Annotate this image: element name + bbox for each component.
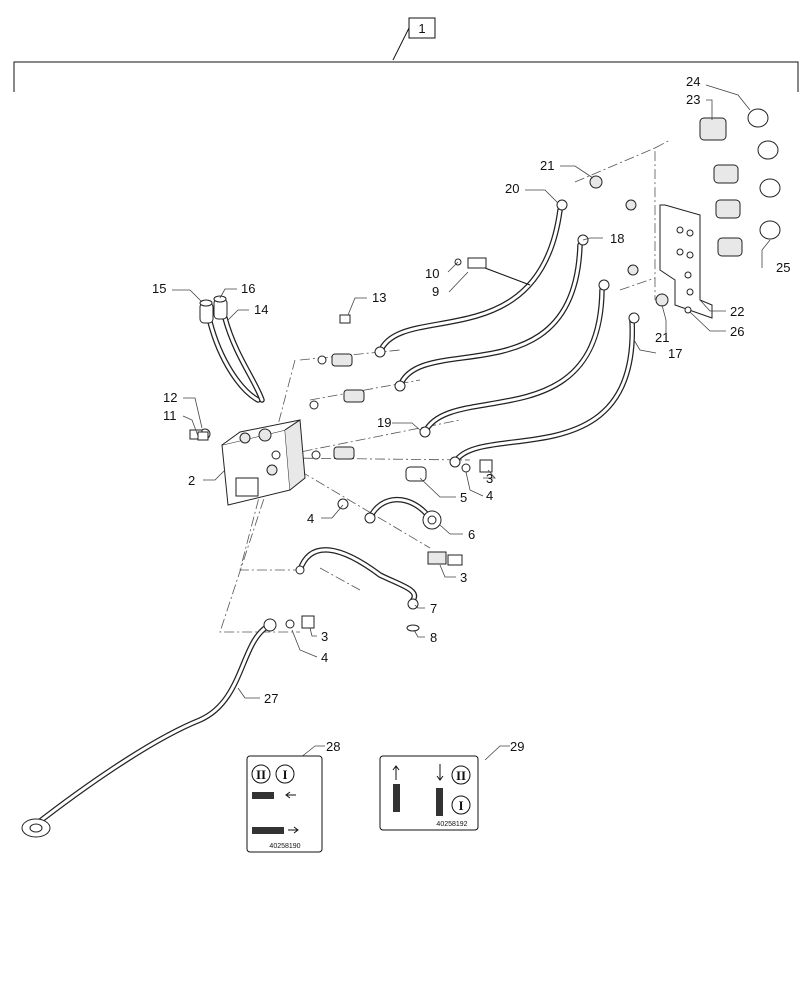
callout-21b: 21 — [655, 330, 669, 345]
callout-15: 15 — [152, 281, 166, 296]
decal-28-part-number: 40258190 — [269, 843, 300, 850]
callout-24: 24 — [686, 74, 700, 89]
assembly-label: 1 — [418, 21, 425, 36]
callout-10: 10 — [425, 266, 439, 281]
callout-26: 26 — [730, 324, 744, 339]
decal-29-roman-2: II — [456, 768, 466, 783]
decal-28-roman-1: I — [282, 767, 287, 782]
control-valve — [189, 419, 306, 506]
callout-2: 2 — [188, 473, 195, 488]
quick-couplers — [556, 108, 781, 324]
decal-29-roman-1: I — [458, 798, 463, 813]
callout-13: 13 — [372, 290, 386, 305]
callout-25: 25 — [776, 260, 790, 275]
callout-3a: 3 — [486, 471, 493, 486]
callout-22: 22 — [730, 304, 744, 319]
callout-17: 17 — [668, 346, 682, 361]
callout-21: 21 — [540, 158, 554, 173]
callout-27: 27 — [264, 691, 278, 706]
hose-assemblies — [32, 207, 635, 828]
callout-18: 18 — [610, 231, 624, 246]
callout-7: 7 — [430, 601, 437, 616]
callout-4a: 4 — [486, 488, 493, 503]
decal-28: II I 40258190 — [246, 755, 323, 853]
callout-19: 19 — [377, 415, 391, 430]
callout-14: 14 — [254, 302, 268, 317]
callout-4c: 4 — [321, 650, 328, 665]
decal-29: II I 40258192 — [379, 755, 479, 831]
callout-labels: 24 23 21 20 18 25 10 9 15 16 14 13 22 21… — [152, 74, 790, 754]
callout-29: 29 — [510, 739, 524, 754]
callout-6: 6 — [468, 527, 475, 542]
decal-29-part-number: 40258192 — [436, 821, 467, 828]
decal-28-roman-2: II — [256, 767, 266, 782]
callout-5: 5 — [460, 490, 467, 505]
callout-16: 16 — [241, 281, 255, 296]
leader-lines — [172, 84, 771, 761]
callout-11: 11 — [163, 408, 177, 423]
callout-12: 12 — [163, 390, 177, 405]
callout-9: 9 — [432, 284, 439, 299]
callout-28: 28 — [326, 739, 340, 754]
callout-20: 20 — [505, 181, 519, 196]
callout-4b: 4 — [307, 511, 314, 526]
lever-rod — [454, 257, 531, 286]
callout-23: 23 — [686, 92, 700, 107]
fittings — [21, 314, 493, 838]
callout-3c: 3 — [321, 629, 328, 644]
coupler-bracket — [659, 204, 713, 319]
callout-8: 8 — [430, 630, 437, 645]
assembly-bracket: 1 — [13, 17, 799, 92]
callout-3b: 3 — [460, 570, 467, 585]
hose-end-caps — [199, 295, 228, 324]
